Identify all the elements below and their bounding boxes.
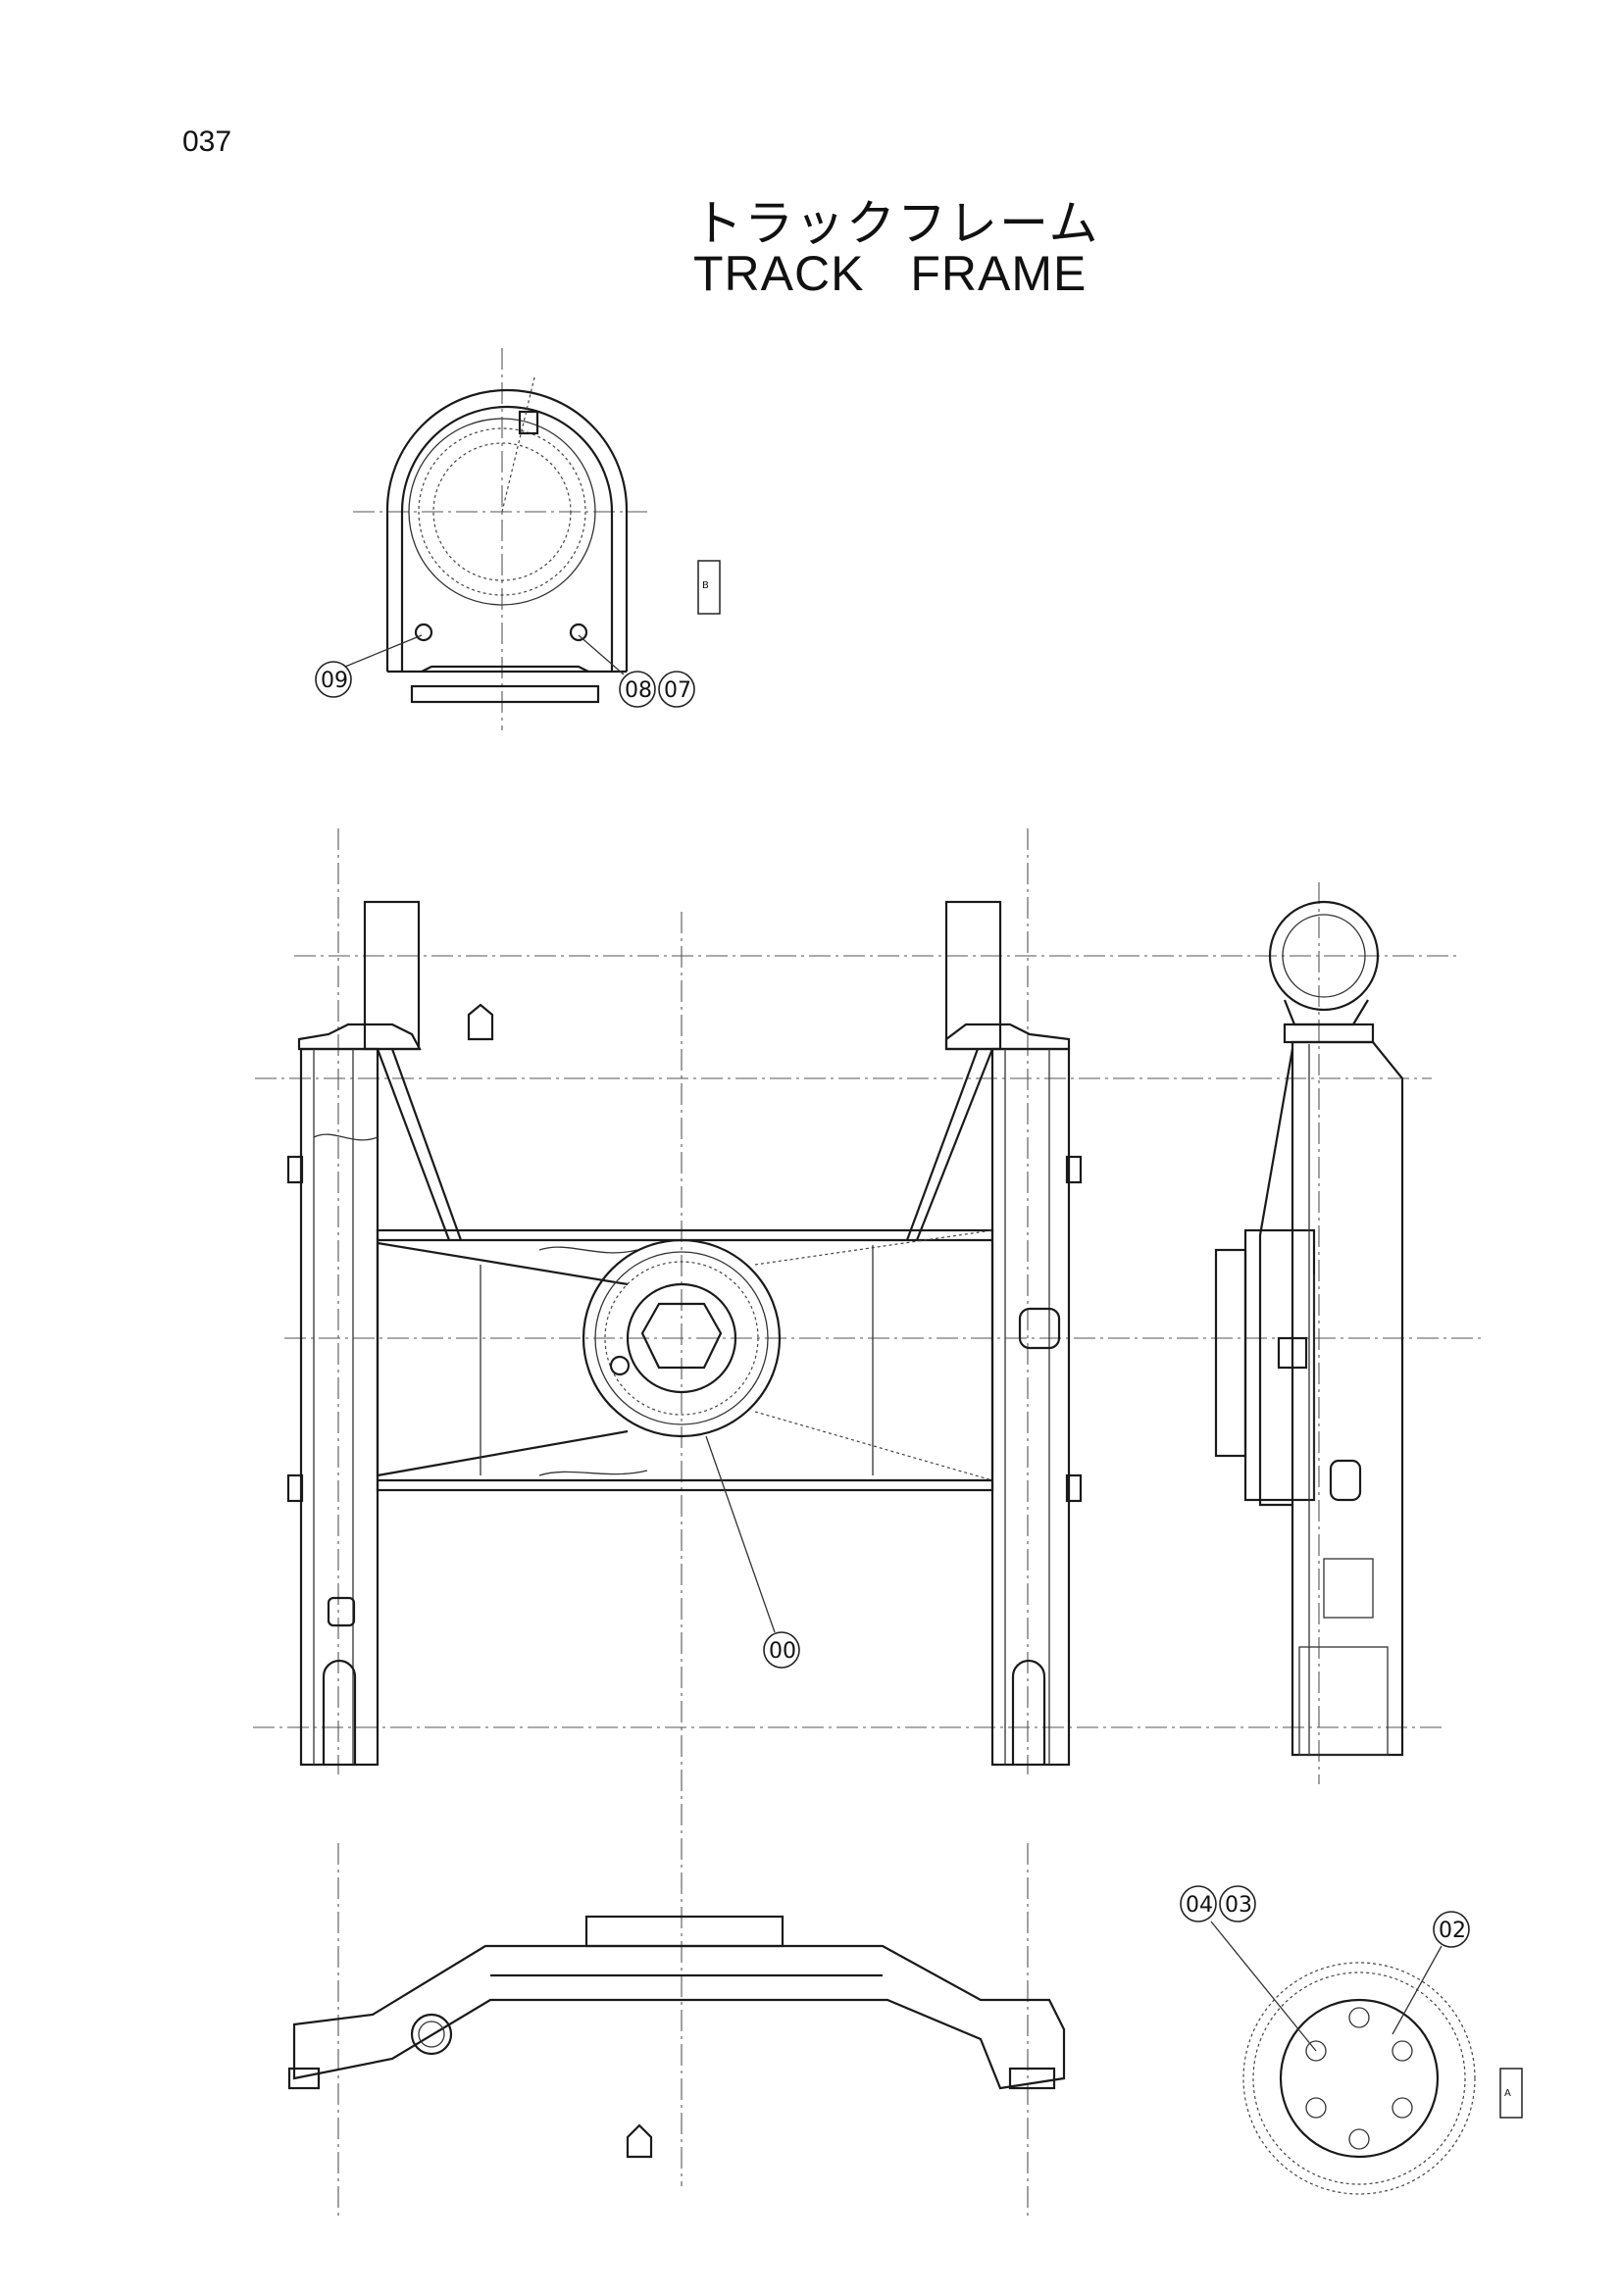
svg-text:B: B: [702, 580, 709, 591]
callout-00: 00: [763, 1631, 800, 1669]
view-b-label: B: [697, 560, 721, 615]
svg-text:04: 04: [1186, 1893, 1213, 1918]
svg-text:A: A: [1504, 2088, 1511, 2099]
title-english: TRACK FRAME: [693, 246, 1088, 301]
title-japanese: トラックフレーム: [693, 195, 1100, 252]
svg-text:07: 07: [664, 678, 691, 703]
svg-text:02: 02: [1439, 1919, 1466, 1943]
callout-09: 09: [315, 661, 352, 698]
side-view: [1214, 882, 1404, 1784]
callout-07: 07: [658, 671, 695, 708]
bottom-elevation-view: [287, 1843, 1066, 2216]
callout-02: 02: [1433, 1911, 1470, 1948]
view-a-label: A: [1499, 2068, 1523, 2119]
callout-08: 08: [619, 671, 656, 708]
svg-text:03: 03: [1225, 1893, 1252, 1918]
callout-04: 04: [1180, 1885, 1217, 1922]
main-plan-view: [253, 828, 1481, 2186]
svg-text:00: 00: [769, 1639, 796, 1664]
callout-03: 03: [1219, 1885, 1256, 1922]
view-b-detail: [344, 348, 647, 730]
svg-text:08: 08: [625, 678, 652, 703]
view-a-detail: [1210, 1921, 1476, 2195]
page-number: 037: [182, 125, 232, 158]
svg-text:09: 09: [321, 669, 348, 693]
